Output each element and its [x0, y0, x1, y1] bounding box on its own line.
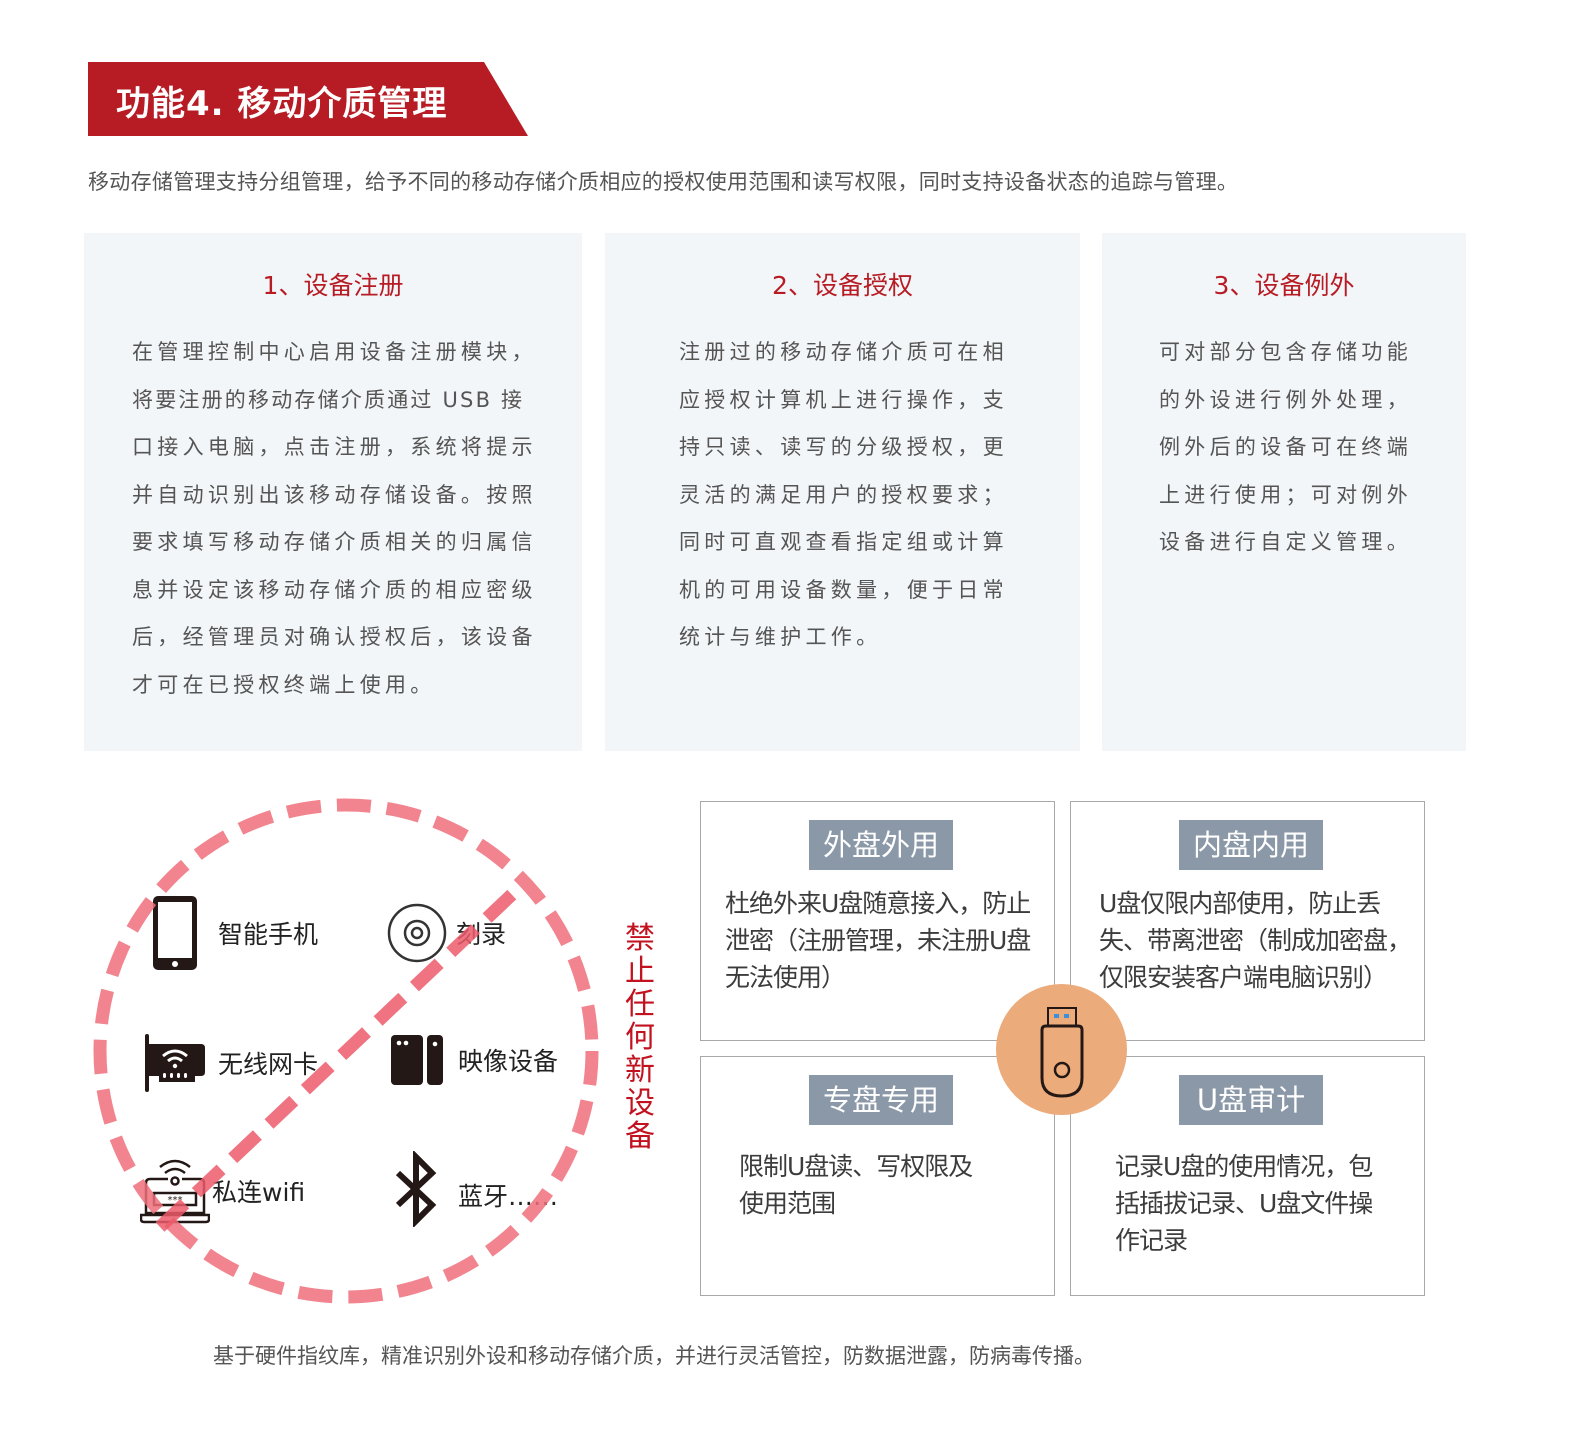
- usb-drive-icon: [1040, 1007, 1084, 1098]
- policy-usb-audit: U盘审计 记录U盘的使用情况，包 括插拔记录、U盘文件操 作记录: [1070, 1056, 1425, 1296]
- policy-tag: 外盘外用: [809, 820, 953, 870]
- ban-vertical-label: 禁止任何新设备: [622, 922, 658, 1153]
- card-title: 2、设备授权: [772, 271, 913, 300]
- card-body: 在管理控制中心启用设备注册模块， 将要注册的移动存储介质通过 USB 接 口接入…: [132, 329, 537, 709]
- card-line: 注册过的移动存储介质可在相: [679, 340, 1008, 364]
- footer-text: 基于硬件指纹库，精准识别外设和移动存储介质，并进行灵活管控，防数据泄露，防病毒传…: [213, 1344, 1095, 1368]
- policy-desc: 限制U盘读、写权限及 使用范围: [739, 1148, 973, 1222]
- card-line: 才可在已授权终端上使用。: [132, 672, 436, 697]
- device-wireless-card: 无线网卡: [140, 1023, 318, 1103]
- card-line: 口接入电脑，点击注册，系统将提示: [132, 435, 537, 459]
- card-title: 1、设备注册: [262, 271, 404, 300]
- policy-line: 括插拔记录、U盘文件操: [1115, 1189, 1373, 1218]
- policy-line: 泄密（注册管理，未注册U盘: [725, 926, 1031, 955]
- policy-external-disk: 外盘外用 杜绝外来U盘随意接入，防止 泄密（注册管理，未注册U盘 无法使用）: [700, 801, 1055, 1041]
- card-line: 设备进行自定义管理。: [1159, 530, 1412, 554]
- card-line: 机的可用设备数量，便于日常: [679, 577, 1008, 602]
- card-line: 并自动识别出该移动存储设备。按照: [132, 482, 537, 507]
- card-line: 灵活的满足用户的授权要求；: [679, 482, 1008, 507]
- policy-line: 仅限安装客户端电脑识别）: [1099, 963, 1388, 992]
- usb-center-badge: [996, 984, 1127, 1115]
- policy-tag: 专盘专用: [809, 1075, 953, 1125]
- policy-line: 失、带离泄密（制成加密盘，: [1099, 926, 1412, 955]
- policy-tag: U盘审计: [1179, 1075, 1323, 1125]
- policy-line: 作记录: [1115, 1226, 1188, 1255]
- policy-internal-disk: 内盘内用 U盘仅限内部使用，防止丢 失、带离泄密（制成加密盘， 仅限安装客户端电…: [1070, 801, 1425, 1041]
- card-device-authorization: 2、设备授权 注册过的移动存储介质可在相 应授权计算机上进行操作，支 持只读、读…: [605, 233, 1080, 751]
- card-device-registration: 1、设备注册 在管理控制中心启用设备注册模块， 将要注册的移动存储介质通过 US…: [84, 233, 582, 751]
- card-line: 息并设定该移动存储介质的相应密级: [132, 577, 537, 602]
- card-line: 应授权计算机上进行操作，支: [679, 387, 1008, 412]
- ban-label-text: 禁止任何新设备: [625, 921, 655, 1154]
- card-line: 将要注册的移动存储介质通过 USB 接: [132, 387, 525, 412]
- card-body: 可对部分包含存储功能 的外设进行例外处理， 例外后的设备可在终端 上进行使用；可…: [1159, 329, 1412, 567]
- device-label: 智能手机: [218, 920, 319, 949]
- policy-dedicated-disk: 专盘专用 限制U盘读、写权限及 使用范围: [700, 1056, 1055, 1296]
- device-label: 映像设备: [458, 1047, 559, 1076]
- card-device-exception: 3、设备例外 可对部分包含存储功能 的外设进行例外处理， 例外后的设备可在终端 …: [1102, 233, 1466, 751]
- card-line: 统计与维护工作。: [679, 625, 882, 649]
- policy-line: 无法使用）: [725, 963, 846, 992]
- section-title-banner: 功能4. 移动介质管理: [88, 62, 528, 136]
- policy-line: 记录U盘的使用情况，包: [1115, 1152, 1373, 1181]
- device-label: 私连wifi: [212, 1178, 306, 1207]
- wireless-card-icon: [140, 1023, 210, 1103]
- card-line: 持只读、读写的分级授权，更: [679, 435, 1008, 459]
- imaging-device-icon: [382, 1020, 452, 1100]
- policy-line: 限制U盘读、写权限及: [739, 1152, 973, 1181]
- card-line: 后，经管理员对确认授权后，该设备: [132, 625, 537, 649]
- device-imaging: 映像设备: [382, 1020, 558, 1100]
- policy-desc: 杜绝外来U盘随意接入，防止 泄密（注册管理，未注册U盘 无法使用）: [725, 885, 1031, 996]
- policy-tag: 内盘内用: [1179, 820, 1323, 870]
- card-line: 可对部分包含存储功能: [1159, 340, 1412, 364]
- device-private-wifi: *** 私连wifi: [140, 1151, 305, 1231]
- policy-desc: U盘仅限内部使用，防止丢 失、带离泄密（制成加密盘， 仅限安装客户端电脑识别）: [1099, 885, 1412, 996]
- bluetooth-icon: [382, 1149, 452, 1229]
- device-label: 无线网卡: [218, 1050, 319, 1079]
- policy-line: 使用范围: [739, 1189, 836, 1218]
- card-line: 要求填写移动存储介质相关的归属信: [132, 530, 537, 554]
- card-line: 例外后的设备可在终端: [1159, 435, 1412, 459]
- card-line: 同时可直观查看指定组或计算: [679, 530, 1008, 554]
- card-title: 3、设备例外: [1213, 271, 1355, 300]
- disc-burn-icon: [382, 893, 452, 973]
- policy-line: 杜绝外来U盘随意接入，防止: [725, 889, 1031, 918]
- card-line: 上进行使用；可对例外: [1159, 482, 1412, 507]
- intro-text: 移动存储管理支持分组管理，给予不同的移动存储介质相应的授权使用范围和读写权限，同…: [88, 170, 1239, 194]
- card-line: 在管理控制中心启用设备注册模块，: [132, 340, 537, 364]
- card-body: 注册过的移动存储介质可在相 应授权计算机上进行操作，支 持只读、读写的分级授权，…: [679, 329, 1008, 662]
- policy-line: U盘仅限内部使用，防止丢: [1099, 889, 1381, 918]
- smartphone-icon: [140, 893, 210, 973]
- device-smartphone: 智能手机: [140, 893, 318, 973]
- policy-desc: 记录U盘的使用情况，包 括插拔记录、U盘文件操 作记录: [1115, 1148, 1373, 1259]
- card-line: 的外设进行例外处理，: [1159, 387, 1412, 412]
- svg-text:***: ***: [168, 1195, 183, 1206]
- banned-devices-diagram: 智能手机 刻录 无线网卡: [90, 795, 610, 1315]
- page-title: 功能4. 移动介质管理: [116, 84, 448, 124]
- ban-sign-icon: [93, 798, 599, 1304]
